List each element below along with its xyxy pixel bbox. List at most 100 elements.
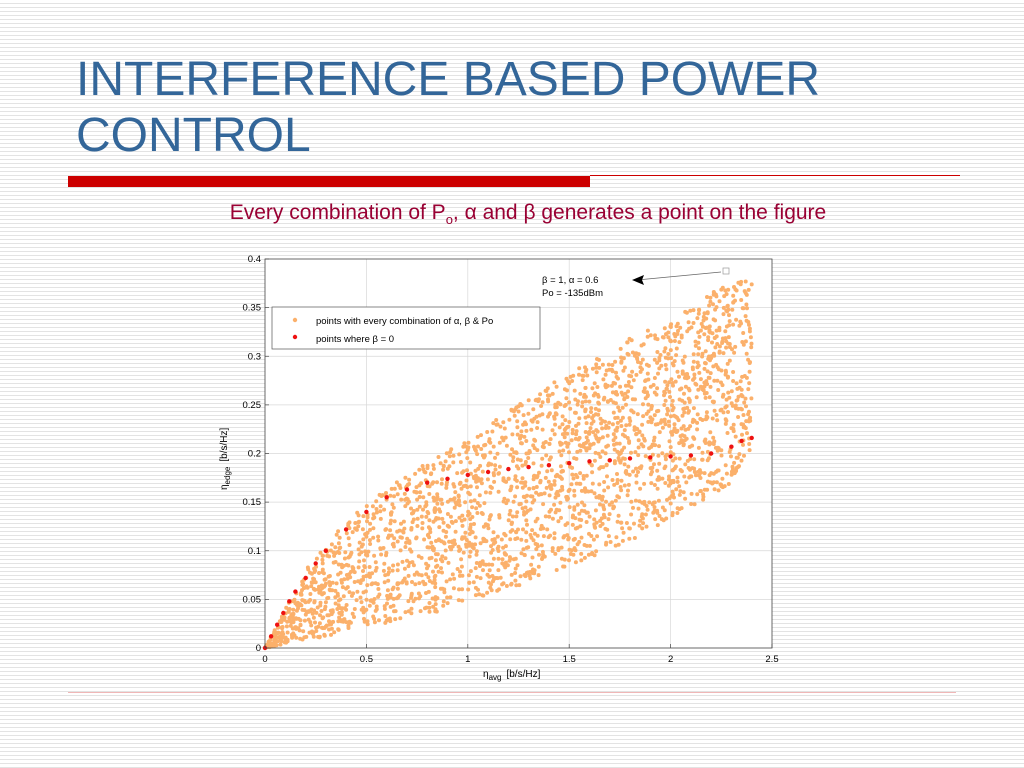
scatter-point-all <box>441 520 446 525</box>
scatter-point-all <box>736 394 741 399</box>
scatter-point-all <box>727 313 731 318</box>
scatter-point-all <box>572 507 577 512</box>
scatter-point-all <box>347 543 352 547</box>
scatter-point-all <box>515 432 520 437</box>
scatter-point-all <box>495 534 500 539</box>
scatter-point-all <box>424 500 429 505</box>
scatter-point-all <box>697 346 701 351</box>
scatter-point-all <box>724 397 729 402</box>
scatter-point-all <box>407 560 412 565</box>
scatter-point-all <box>322 584 327 589</box>
scatter-point-all <box>422 469 427 474</box>
scatter-point-all <box>650 469 654 474</box>
scatter-point-all <box>310 629 314 634</box>
scatter-point-all <box>666 335 671 340</box>
scatter-point-all <box>677 340 682 345</box>
scatter-point-all <box>374 565 379 570</box>
scatter-point-all <box>614 428 619 433</box>
scatter-point-all <box>746 357 751 362</box>
scatter-point-all <box>649 404 654 409</box>
scatter-point-all <box>615 519 620 524</box>
scatter-point-all <box>458 460 463 464</box>
scatter-point-all <box>485 523 490 528</box>
scatter-point-all <box>303 612 308 617</box>
scatter-point-all <box>468 484 473 489</box>
scatter-point-all <box>693 473 698 478</box>
scatter-point-all <box>583 385 588 390</box>
scatter-point-all <box>317 621 322 626</box>
scatter-point-all <box>731 379 736 383</box>
scatter-point-all <box>523 480 528 485</box>
scatter-point-all <box>572 456 577 461</box>
scatter-point-all <box>677 492 682 497</box>
scatter-point-all <box>749 341 754 346</box>
scatter-point-all <box>698 416 703 421</box>
scatter-point-all <box>514 478 519 483</box>
scatter-point-all <box>285 630 290 635</box>
scatter-point-all <box>413 471 418 476</box>
scatter-point-all <box>618 418 623 423</box>
scatter-point-all <box>675 475 680 480</box>
scatter-point-all <box>620 392 625 397</box>
scatter-point-all <box>598 518 603 523</box>
scatter-point-all <box>516 466 521 471</box>
annotation-line-2: Po = -135dBm <box>542 288 603 299</box>
scatter-point-all <box>436 516 441 521</box>
scatter-point-all <box>426 575 431 580</box>
scatter-point-all <box>490 429 495 434</box>
scatter-point-all <box>473 566 478 571</box>
scatter-point-all <box>417 467 422 472</box>
scatter-point-all <box>557 425 562 430</box>
scatter-point-all <box>531 443 536 448</box>
scatter-point-all <box>392 519 397 524</box>
scatter-point-all <box>520 476 525 481</box>
scatter-point-all <box>493 540 498 545</box>
scatter-point-all <box>317 571 321 575</box>
scatter-point-all <box>460 523 465 528</box>
scatter-point-all <box>547 484 552 488</box>
scatter-point-all <box>639 343 644 348</box>
scatter-point-all <box>570 465 575 470</box>
scatter-point-all <box>686 375 691 380</box>
scatter-point-all <box>691 308 696 313</box>
scatter-point-all <box>329 620 334 625</box>
scatter-point-all <box>539 404 544 408</box>
scatter-point-all <box>626 482 631 487</box>
scatter-point-all <box>607 420 612 425</box>
scatter-point-all <box>705 311 710 316</box>
scatter-point-all <box>743 314 748 319</box>
scatter-point-all <box>733 344 738 349</box>
scatter-point-all <box>433 602 438 607</box>
scatter-point-all <box>323 604 328 609</box>
scatter-point-all <box>433 558 438 563</box>
scatter-point-all <box>365 583 370 588</box>
scatter-point-all <box>567 505 572 510</box>
scatter-point-all <box>311 615 316 620</box>
scatter-point-all <box>287 615 292 620</box>
scatter-point-all <box>462 441 467 446</box>
scatter-point-all <box>703 437 708 442</box>
scatter-point-all <box>522 552 527 557</box>
scatter-point-all <box>541 502 546 507</box>
scatter-point-all <box>376 534 381 539</box>
scatter-point-all <box>631 505 635 510</box>
scatter-point-all <box>707 395 712 400</box>
scatter-point-all <box>646 402 651 407</box>
scatter-point-all <box>559 469 564 474</box>
scatter-point-all <box>573 472 578 477</box>
scatter-point-all <box>519 403 524 408</box>
scatter-point-all <box>594 428 599 433</box>
scatter-point-all <box>433 585 438 590</box>
scatter-point-all <box>439 481 444 486</box>
scatter-point-all <box>593 508 598 513</box>
scatter-point-all <box>339 610 344 614</box>
scatter-point-all <box>664 386 669 391</box>
scatter-point-all <box>490 562 495 567</box>
scatter-point-all <box>584 440 588 445</box>
y-tick-label: 0.3 <box>248 351 261 362</box>
scatter-point-all <box>630 397 635 402</box>
scatter-point-all <box>557 449 562 454</box>
scatter-point-all <box>489 462 494 467</box>
scatter-point-all <box>747 381 752 386</box>
scatter-point-all <box>323 577 328 582</box>
